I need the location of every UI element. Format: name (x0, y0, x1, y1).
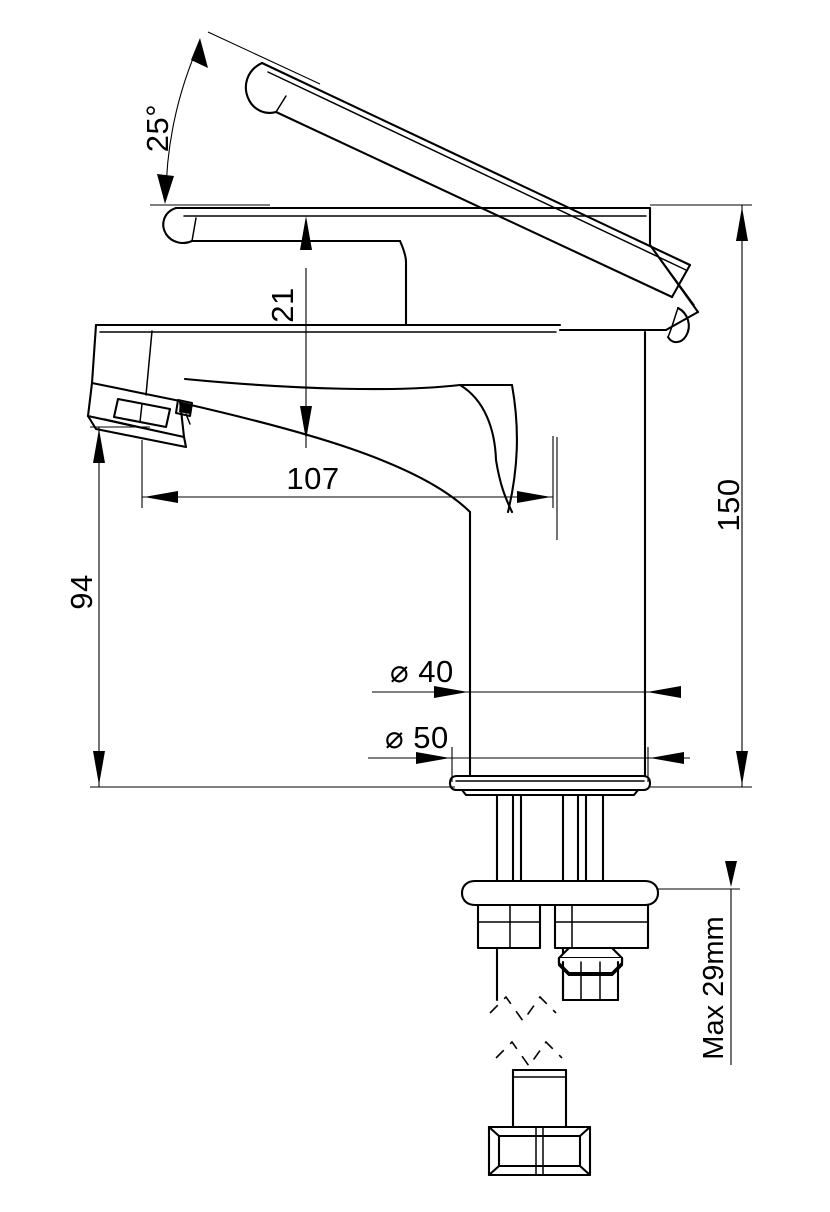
faucet-body-upper-block (558, 206, 700, 344)
supply-tubes (511, 793, 605, 890)
dimension-label-spout-reach: 107 (286, 461, 339, 496)
dimension-label-overall-height: 150 (711, 478, 746, 531)
hex-nut (557, 946, 624, 1002)
dimension-label-max-thickness: Max 29mm (698, 916, 730, 1059)
mounting-bracket (476, 903, 650, 950)
dimension-spout-height: 94 (64, 426, 455, 788)
dimension-label-body-diameter: ⌀ 40 (390, 654, 454, 689)
lever-handle-closed (90, 323, 182, 403)
dimension-base-diameter: ⌀ 50 (368, 720, 690, 782)
dimension-label-spout-lip-height: 21 (265, 287, 300, 322)
dimension-label-spout-height: 94 (64, 574, 99, 609)
dimension-overall-height: 150 (650, 204, 752, 788)
mounting-washer (460, 879, 660, 907)
spout-outlet (86, 381, 194, 449)
spout-underside (180, 377, 518, 514)
body-column (468, 330, 647, 779)
dimension-body-diameter: ⌀ 40 (372, 654, 681, 698)
hex-fitting (487, 1040, 592, 1177)
faucet-body-top (162, 206, 652, 327)
dimension-spout-lip-height: 21 (265, 216, 312, 448)
faucet-body-mid (94, 323, 562, 333)
dimension-label-lever-angle: 25° (140, 104, 175, 152)
dimension-max-thickness: Max 29mm (658, 861, 740, 1065)
dimension-lever-angle: 25° (140, 31, 321, 206)
lever-handle-open (244, 61, 692, 299)
dimension-label-base-diameter: ⌀ 50 (385, 720, 449, 755)
dimension-spout-reach: 107 (141, 436, 554, 508)
base-flange (448, 774, 652, 797)
break-line-upper (489, 995, 557, 1023)
